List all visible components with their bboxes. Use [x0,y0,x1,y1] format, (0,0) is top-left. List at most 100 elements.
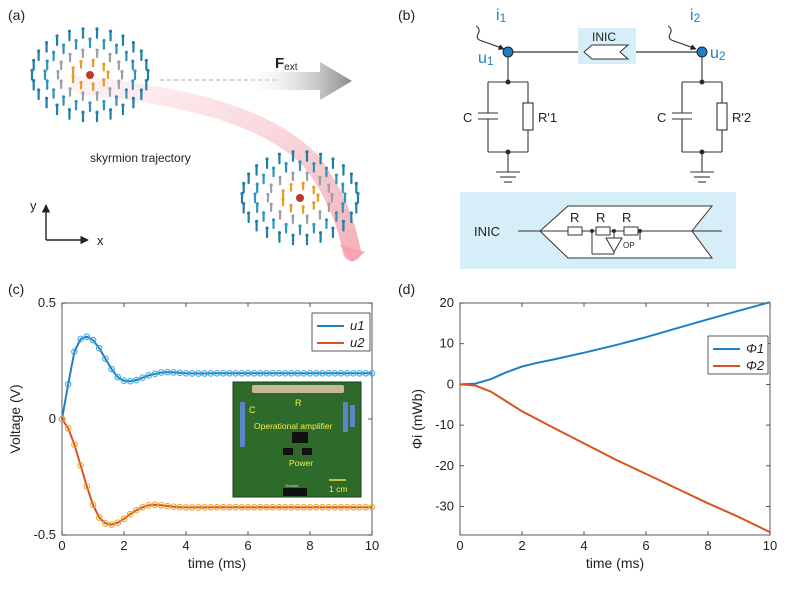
data-point-u1 [120,377,128,385]
spin-arrow-head [144,78,148,83]
spin-arrow-head [102,78,106,82]
spin-arrow-head [255,182,259,186]
y-tick-label: -0.5 [34,527,56,542]
data-point-u2 [288,503,295,511]
spin-arrow-head [291,214,295,218]
spin-arrow-head [318,210,322,214]
data-point-u2 [226,503,233,511]
node-u1 [502,46,514,58]
spin-arrow-head [102,38,106,43]
data-point-u2 [126,510,134,518]
spin-arrow-head [37,49,41,53]
skyrmion-core [296,194,304,202]
data-point-u2 [201,504,208,511]
data-point-u1 [64,380,72,388]
data-point-u1 [257,369,264,377]
inic-symbol [583,44,630,60]
left-capacitor-label: C [463,110,472,125]
data-point-u2 [213,503,221,511]
spin-arrow-head [261,173,266,177]
data-point-u2 [83,482,91,490]
spin-arrow-head [277,231,282,235]
spin-arrow-head [95,110,99,114]
data-point-u1 [350,369,357,377]
spin-arrow-head [131,96,136,100]
panel-b: (b) INIC i1 u1 i2 u2 [398,7,751,269]
pcb-ground-header [283,488,307,496]
data-point-u1 [281,369,289,377]
photo-label-ground: Ground [285,483,298,488]
data-point-u1 [312,369,320,377]
skyrmion-core [86,71,94,79]
data-point-u2 [95,514,103,521]
spin-arrow-head [291,150,295,154]
data-point-u1 [151,370,159,378]
current-i2-arrow [667,25,697,50]
spin-arrow-head [124,50,129,54]
inset-photo: C R Operational amplifier Power 1 cm Gro… [232,381,362,498]
spin-arrow-head [265,157,269,161]
spin-arrow-head [95,27,99,31]
spin-arrow-head [354,181,358,186]
data-point-u2 [71,441,78,448]
data-point-u1 [83,333,91,340]
data-point-u1 [343,369,351,377]
spin-arrow-head [81,110,85,114]
data-point-u1 [89,336,97,344]
trajectory-arrowhead [340,245,365,262]
spin-arrow-head [349,211,353,215]
spin-arrow-head [131,79,135,83]
data-point-u2 [120,515,128,523]
spin-arrow-head [341,202,345,206]
spin-arrow-head [324,218,329,222]
data-point-u1 [133,376,140,384]
spin-arrow-head [139,88,143,92]
data-point-u1 [219,369,227,377]
data-point-u1 [306,369,314,377]
data-point-u2 [312,503,320,511]
spin-arrow-head [79,60,83,64]
data-point-u2 [89,501,97,509]
data-point-u1 [95,344,103,352]
spin-arrow-head [278,175,282,179]
spin-arrow-head [117,60,121,64]
data-point-u2 [294,503,301,511]
data-point-u2 [343,503,351,511]
y-tick-label: 0.5 [38,295,56,310]
inic-detail-label: INIC [474,224,500,239]
y-tick-label: -30 [435,499,454,514]
x-tick-label: 10 [763,538,777,553]
spin-arrow-head [312,185,316,189]
spin-arrow-head [334,211,339,215]
data-point-u1 [170,369,177,376]
spin-arrow-head [114,95,119,99]
data-point-u1 [145,372,153,379]
data-point-u2 [325,503,332,511]
data-point-u2 [337,503,345,511]
x-tick-label: 2 [518,538,525,553]
spin-arrow-head [312,222,316,227]
spin-arrow-head [281,189,285,193]
data-point-u1 [319,369,326,377]
pcb-resistor-strip [252,385,344,393]
spin-arrow-head [120,69,124,74]
spin-arrow-head [305,233,309,237]
spin-arrow-head [324,166,329,170]
data-point-u2 [362,503,370,511]
data-point-u2 [176,503,184,511]
spin-arrow-head [341,164,346,168]
force-label: Fext [275,55,298,73]
data-point-u2 [58,415,66,423]
trajectory-label: skyrmion trajectory [90,151,191,165]
spin-arrow-head [269,202,273,206]
y-tick-label: 10 [440,336,454,351]
spin-arrow-head [55,103,59,107]
spin-arrow-head [327,183,331,187]
data-point-u2 [356,503,363,511]
data-point-u1 [126,377,134,385]
y-tick-label: 0 [447,376,454,391]
x-tick-label: 4 [182,538,189,553]
data-point-u1 [195,370,202,377]
data-point-u2 [108,521,115,528]
y-tick-label: -10 [435,417,454,432]
